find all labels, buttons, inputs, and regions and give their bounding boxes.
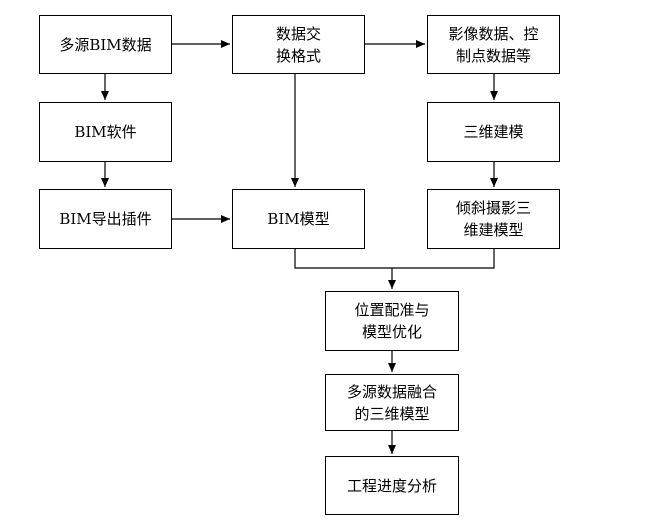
node-multi-source-bim: 多源BIM数据 [39,15,172,74]
node-oblique-photogrammetry-model: 倾斜摄影三 维建模型 [427,189,560,249]
node-oblique-model-line-2: 维建模型 [463,221,524,239]
node-progress-analysis-line-1: 工程进度分析 [346,476,437,495]
node-bim-software-line-1: BIM软件 [74,123,137,141]
connector-bim-model-merge [294,249,392,269]
node-registration-line-1: 位置配准与 [354,301,430,319]
node-oblique-model-line-1: 倾斜摄影三 [455,199,531,217]
node-fused-model-line-1: 多源数据融合 [346,382,437,401]
node-fused-3d-model: 多源数据融合 的三维模型 [325,374,459,431]
node-progress-analysis: 工程进度分析 [325,456,459,515]
node-multi-source-bim-line-1: 多源BIM数据 [59,35,152,54]
node-registration-line-2: 模型优化 [361,323,422,341]
node-exchange-format: 数据交 换格式 [232,15,365,74]
node-export-plugin-line-1: BIM导出插件 [59,210,152,228]
node-image-control-data-line-2: 制点数据等 [455,46,531,65]
node-bim-model-line-1: BIM模型 [267,210,330,228]
node-bim-software: BIM软件 [39,102,172,162]
node-export-plugin: BIM导出插件 [39,189,172,249]
node-reconstruction-3d: 三维建模 [427,102,560,162]
node-image-control-data: 影像数据、控 制点数据等 [427,15,560,74]
node-reconstruction-3d-line-1: 三维建模 [463,123,524,141]
node-fused-model-line-2: 的三维模型 [354,404,430,423]
node-exchange-format-line-2: 换格式 [275,46,321,65]
node-registration-optimization: 位置配准与 模型优化 [325,291,459,351]
connector-oblique-model-merge [392,249,495,269]
node-image-control-data-line-1: 影像数据、控 [448,24,539,43]
node-exchange-format-line-1: 数据交 [275,24,321,43]
node-bim-model: BIM模型 [232,189,365,249]
